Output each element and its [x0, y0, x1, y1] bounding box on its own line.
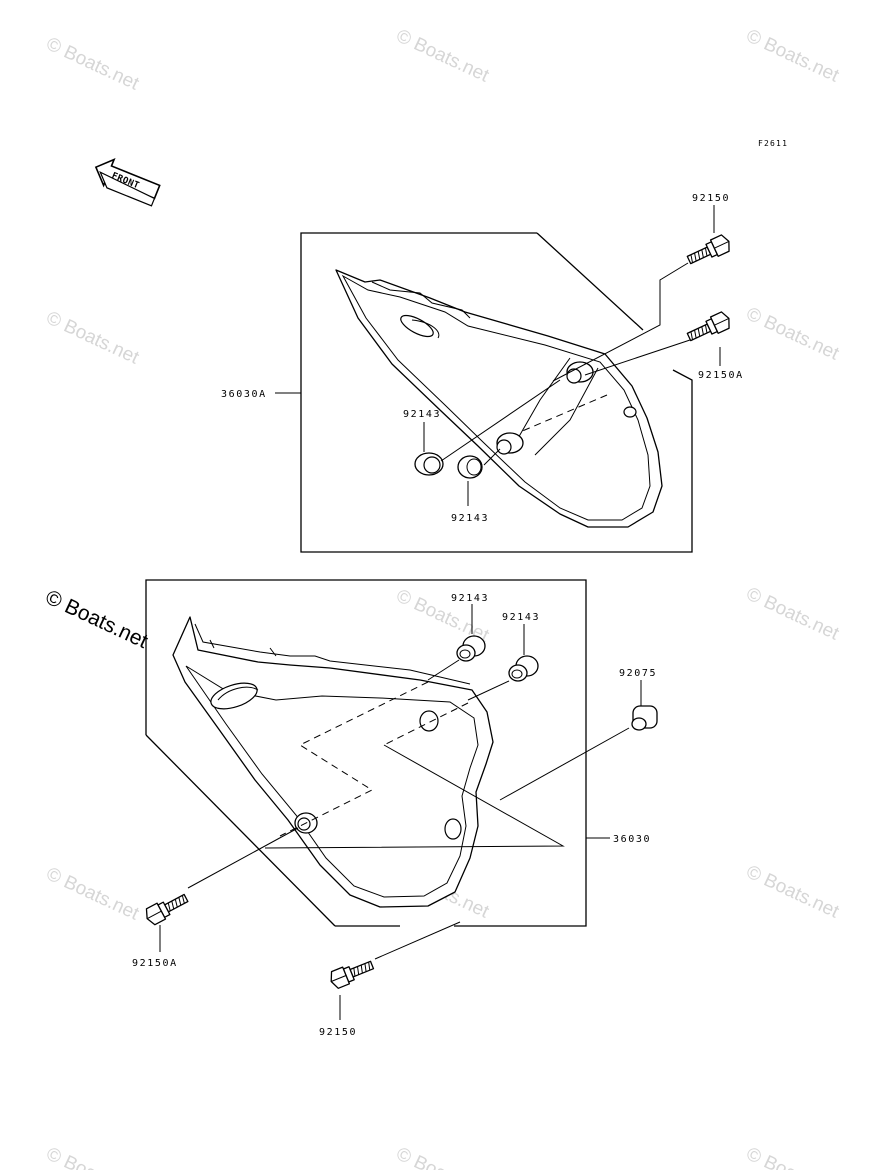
label-92143-upper-a: 92143: [403, 409, 441, 420]
watermark: © Boats.net: [743, 861, 843, 922]
grommet-92143-upper-b: [457, 455, 483, 479]
label-92143-upper-b: 92143: [451, 513, 489, 524]
upper-boss-bottom: [496, 432, 524, 455]
watermark: © Boats.net: [743, 1143, 843, 1170]
lower-frame: [145, 579, 587, 927]
watermark: © Boats.net: [393, 25, 493, 86]
lower-assembly: 92143 92143 92075 36030 92150A 92150: [132, 579, 658, 1038]
upper-frame: [300, 232, 693, 553]
grommet-92143-upper-a: [414, 452, 444, 476]
watermark-main: © Boats.net: [42, 586, 152, 653]
bolt-92150a-lower: [145, 893, 189, 926]
front-arrow-icon: FRONT: [94, 157, 161, 207]
watermark: © Boats.net: [743, 25, 843, 86]
label-92075: 92075: [619, 668, 657, 679]
cap-92075: [631, 705, 658, 731]
watermark: © Boats.net: [43, 1143, 143, 1170]
label-36030a: 36030A: [221, 389, 267, 400]
grommet-92143-lower-a: [456, 635, 486, 662]
label-36030: 36030: [613, 834, 651, 845]
side-cover-36030: [172, 616, 494, 908]
label-92150-upper: 92150: [692, 193, 730, 204]
watermark: © Boats.net: [43, 863, 143, 924]
grommet-92143-lower-b: [508, 655, 539, 682]
label-92150-lower: 92150: [319, 1027, 357, 1038]
bolt-92150a-upper: [686, 311, 730, 342]
watermark: © Boats.net: [743, 583, 843, 644]
upper-boss-top: [566, 361, 594, 384]
watermark: © Boats.net: [43, 307, 143, 368]
bolt-92150-upper: [686, 234, 730, 265]
figure-ref: F2611: [758, 139, 788, 148]
side-cover-36030a: [335, 269, 663, 528]
label-92143-lower-a: 92143: [451, 593, 489, 604]
watermark: © Boats.net: [393, 1143, 493, 1170]
label-92150a-upper: 92150A: [698, 370, 744, 381]
watermark: © Boats.net: [43, 33, 143, 94]
label-92150a-lower: 92150A: [132, 958, 178, 969]
watermark: © Boats.net: [743, 303, 843, 364]
label-92143-lower-b: 92143: [502, 612, 540, 623]
upper-assembly: 36030A 92150 92150A 92143 92143: [221, 193, 744, 553]
bolt-92150-lower: [330, 960, 375, 989]
